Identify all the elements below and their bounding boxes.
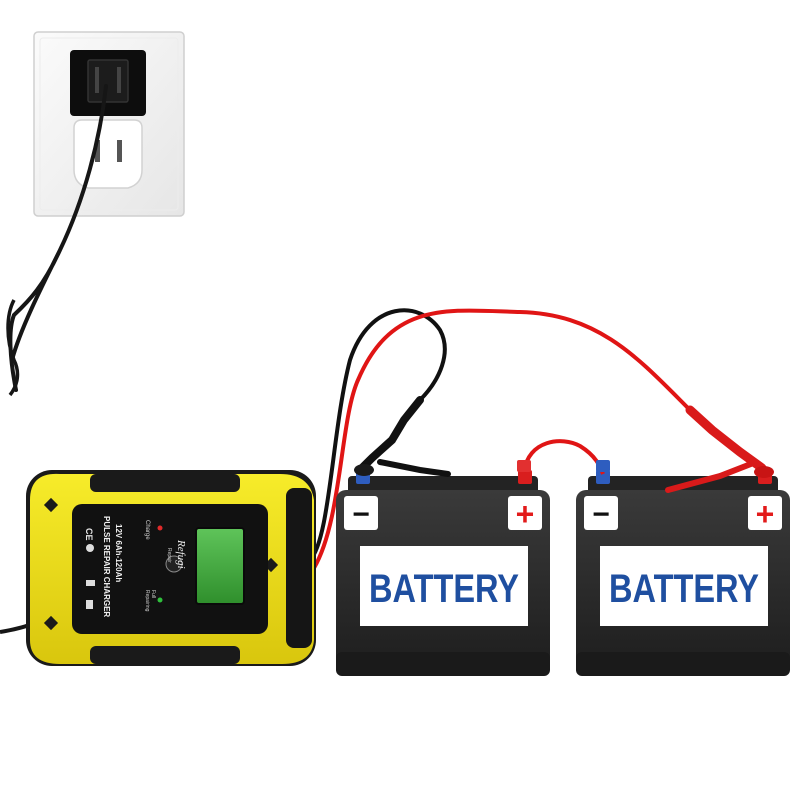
jumper-cable [522, 439, 605, 475]
black-output-cable [308, 308, 447, 562]
charger-brand: Refugi [175, 539, 187, 569]
wall-outlet [33, 31, 185, 217]
ce-mark: CE [84, 528, 94, 541]
battery-icon [86, 600, 93, 609]
mode-button[interactable] [165, 555, 183, 573]
charger-model-line2: PULSE REPAIR CHARGER [102, 516, 111, 617]
battery-right: − + BATTERY [576, 470, 790, 676]
battery-left: − + BATTERY [336, 470, 550, 676]
repairing-mode-label: Repairing [144, 590, 150, 612]
lcd-display [195, 527, 245, 605]
left-positive-terminal [518, 470, 532, 484]
red-clamp [665, 405, 774, 493]
charger-model-line1: 12V 6Ah-120Ah [114, 524, 123, 582]
right-positive-sign: + [756, 496, 775, 532]
red-output-cable [312, 308, 692, 570]
right-negative-sign: − [592, 498, 610, 531]
full-led-icon [157, 597, 163, 603]
black-clamp [354, 396, 451, 477]
full-mode-label: Full [150, 590, 156, 598]
charge-led-icon [157, 525, 163, 531]
right-negative-terminal [596, 470, 610, 484]
charge-mode-label: Charge [144, 520, 150, 540]
left-negative-sign: − [352, 498, 370, 531]
outlet-socket-icon [73, 119, 143, 189]
left-battery-label: BATTERY [369, 567, 519, 611]
battery-charger: CE 12V 6Ah-120Ah PULSE REPAIR CHARGER Re… [26, 470, 316, 666]
left-positive-sign: + [516, 496, 535, 532]
repair-mode-label: Repair [166, 548, 172, 563]
car-icon [86, 544, 94, 552]
motorcycle-icon [86, 580, 95, 586]
right-battery-label: BATTERY [609, 567, 759, 611]
